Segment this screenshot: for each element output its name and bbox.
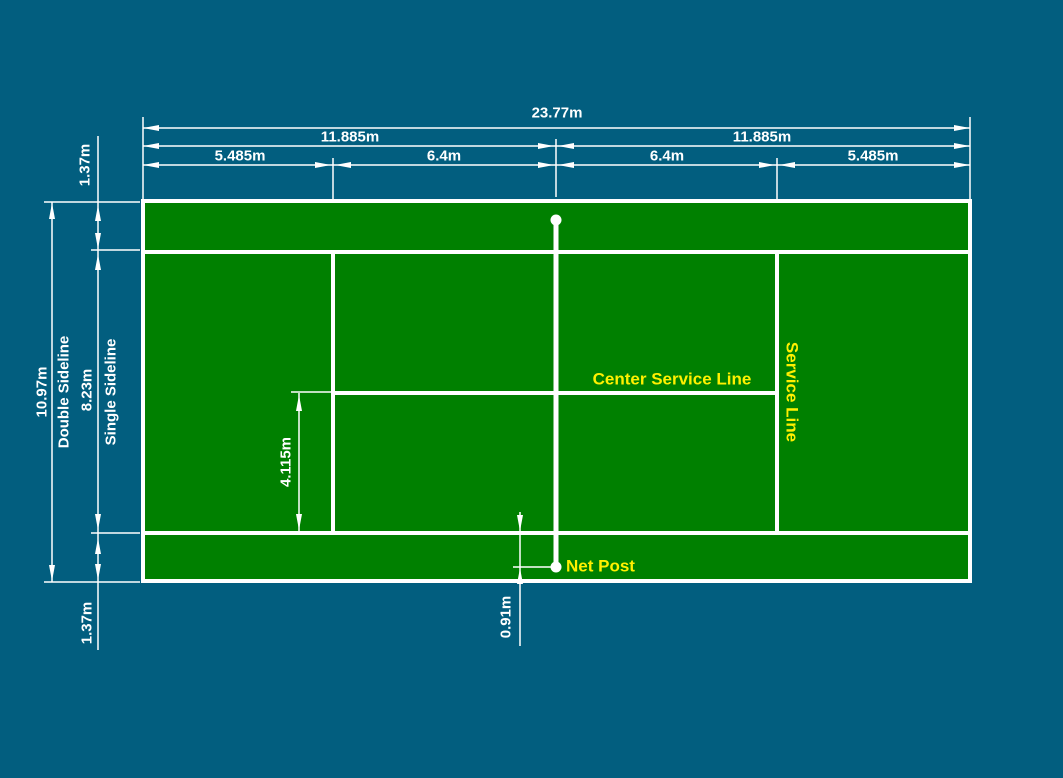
dim-label-servicebox-right: 6.4m [649, 147, 685, 165]
arrow [95, 205, 101, 221]
dim-label-backcourt-right: 5.485m [847, 147, 899, 165]
arrow [538, 143, 554, 149]
arrow [954, 143, 970, 149]
arrow [558, 162, 574, 168]
arrow [335, 162, 351, 168]
dim-label-half-court-left: 11.885m [320, 128, 380, 146]
arrow [95, 233, 101, 249]
arrow [143, 125, 159, 131]
dim-label-alley-bottom: 1.37m [78, 601, 96, 645]
dim-label-net-post-offset: 0.91m [497, 595, 515, 639]
arrow [95, 514, 101, 530]
arrow [558, 143, 574, 149]
dim-label-singles-width: 8.23m [78, 368, 96, 412]
court-surface [141, 199, 972, 583]
arrow [954, 162, 970, 168]
arrow [538, 162, 554, 168]
arrow [759, 162, 775, 168]
arrow [95, 564, 101, 580]
arrow [95, 538, 101, 554]
arrow [143, 143, 159, 149]
label-net-post: Net Post [566, 556, 635, 576]
arrow [49, 565, 55, 581]
arrow [315, 162, 331, 168]
dim-label-half-court-right: 11.885m [732, 128, 792, 146]
dim-label-servicebox-left: 6.4m [426, 147, 462, 165]
arrow [49, 203, 55, 219]
dim-label-backcourt-left: 5.485m [214, 147, 266, 165]
dim-label-doubles-width: 10.97m [33, 366, 51, 418]
dim-label-total-length: 23.77m [531, 104, 583, 122]
arrow [779, 162, 795, 168]
dim-label-alley-top: 1.37m [76, 143, 94, 187]
label-service-line: Service Line [782, 341, 802, 443]
label-single-sideline: Single Sideline [102, 338, 120, 446]
arrow [954, 125, 970, 131]
arrow [143, 162, 159, 168]
arrow [95, 254, 101, 270]
dim-label-half-singles: 4.115m [277, 436, 295, 488]
label-double-sideline: Double Sideline [55, 335, 73, 449]
label-center-service-line: Center Service Line [592, 369, 752, 389]
